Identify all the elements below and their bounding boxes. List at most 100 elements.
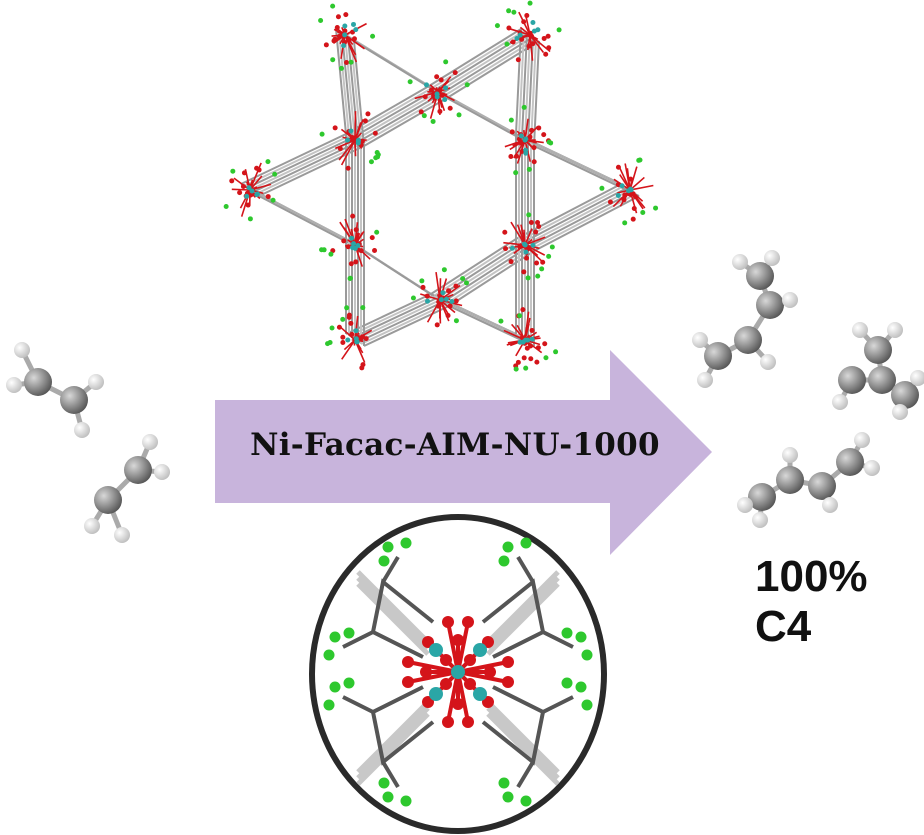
carbon-atom (734, 326, 762, 354)
oxygen-atom (515, 57, 521, 63)
metal-atom (530, 242, 536, 248)
linker-strand (530, 38, 537, 145)
oxygen-atom (342, 28, 348, 34)
fluorine-atom (343, 627, 355, 639)
oxygen-atom (508, 154, 514, 160)
oxygen-atom (363, 336, 369, 342)
linker (486, 712, 560, 786)
fluorine-atom (520, 795, 532, 807)
oxygen-atom (508, 259, 514, 265)
fluorine-atom (622, 220, 628, 226)
fluorine-atom (443, 59, 449, 65)
oxygen-atom (353, 259, 359, 265)
fluorine-atom (421, 113, 427, 119)
oxygen-bond (524, 228, 533, 246)
linker-strand (363, 97, 448, 147)
oxygen-atom (462, 616, 474, 628)
carbon-atom (838, 366, 866, 394)
oxygen-bond (524, 139, 544, 144)
carbon-atom (808, 472, 836, 500)
oxygen-bond (437, 91, 455, 102)
metal-atom (615, 193, 621, 199)
metal-atom (353, 328, 359, 334)
oxygen-atom (420, 284, 426, 290)
zr-node-cluster (325, 305, 373, 371)
metal-atom (529, 336, 535, 342)
oxygen-atom (630, 216, 636, 222)
linker-strand (533, 145, 640, 197)
cf3-bond (516, 760, 535, 789)
linker-strand (354, 91, 439, 141)
oxygen-atom (362, 118, 368, 124)
linker-strand (243, 135, 350, 187)
fluorine-atom (339, 65, 345, 71)
oxygen-atom (462, 716, 474, 728)
metal-atom (531, 28, 537, 34)
oxygen-atom (372, 247, 378, 253)
oxygen-atom (453, 283, 459, 289)
fluorine-atom (581, 699, 593, 711)
fluorine-atom (319, 247, 325, 253)
butene-molecule (737, 432, 880, 528)
fluorine-atom (599, 185, 605, 191)
oxygen-atom (346, 314, 352, 320)
carbon-atom (748, 483, 776, 511)
oxo-bond (407, 660, 459, 674)
reaction-arrow (215, 350, 712, 555)
zr-node-cluster (223, 159, 278, 222)
oxygen-atom (536, 223, 542, 229)
oxygen-atom (543, 51, 549, 57)
acac-backbone (370, 578, 435, 659)
oxygen-bond (354, 139, 357, 157)
cf3-bond (542, 630, 574, 649)
hydrogen-atom (764, 250, 780, 266)
oxygen-bond (354, 122, 362, 141)
oxygen-bond (340, 139, 356, 166)
linker-strand (515, 28, 522, 135)
fluorine-atom (323, 699, 335, 711)
metal-atom (523, 249, 529, 255)
metal-atom (522, 137, 528, 143)
hydrogen-atom (692, 332, 708, 348)
oxygen-atom (341, 238, 347, 244)
oxygen-atom (336, 324, 342, 330)
metal-atom (520, 339, 526, 345)
oxygen-bond (617, 165, 631, 191)
fluorine-atom (561, 627, 573, 639)
oxygen-atom (358, 248, 364, 254)
oxygen-atom (484, 666, 496, 678)
metal-atom (440, 290, 446, 296)
oxygen-atom (349, 331, 355, 337)
oxygen-atom (545, 33, 551, 39)
cf3-bond (381, 760, 400, 789)
fluorine-atom (329, 631, 341, 643)
hydrogen-atom (864, 460, 880, 476)
fluorine-atom (581, 649, 593, 661)
oxygen-atom (323, 42, 329, 48)
linker (356, 576, 430, 650)
oxygen-atom (510, 39, 516, 45)
fluorine-atom (441, 267, 447, 273)
fluorine-atom (344, 305, 350, 311)
oxygen-atom (439, 92, 445, 98)
oxygen-atom (615, 164, 621, 170)
fluorine-atom (456, 112, 462, 118)
fluorine-atom (498, 318, 504, 324)
fluorine-atom (265, 159, 271, 165)
fluorine-atom (498, 555, 510, 567)
fluorine-atom (549, 244, 555, 250)
linker-strand (524, 189, 631, 246)
oxygen-atom (434, 74, 440, 80)
oxygen-atom (344, 60, 350, 66)
oxygen-atom (229, 178, 235, 184)
fluorine-atom (430, 118, 436, 124)
metal-atom (341, 43, 347, 49)
hydrogen-atom (892, 404, 908, 420)
ethylene-molecule (84, 434, 170, 543)
oxygen-atom (528, 33, 534, 39)
carbon-atom (776, 466, 804, 494)
oxygen-atom (502, 656, 514, 668)
oxygen-atom (256, 167, 262, 173)
metal-atom (514, 36, 520, 42)
linker-strand (521, 187, 628, 244)
